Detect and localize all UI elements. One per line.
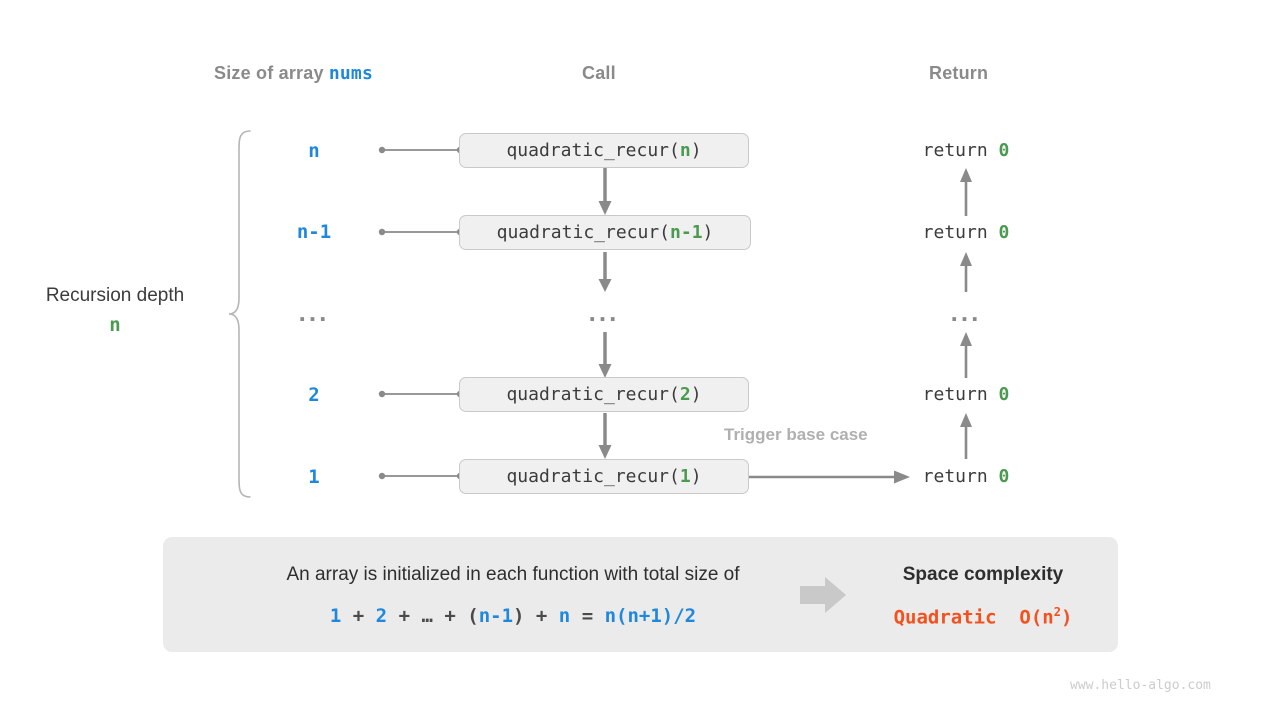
call-arrow-dots-to-4-icon: [595, 332, 615, 378]
call-box-row-1-text: quadratic_recur(n): [506, 140, 702, 161]
space-complexity-title: Space complexity: [902, 564, 1064, 585]
recursion-depth-brace-icon: [226, 128, 256, 500]
recursion-depth-label: Recursion depth: [45, 285, 185, 306]
column-header-call: Call: [582, 63, 616, 83]
connector-row-2: [378, 226, 464, 238]
recursion-depth-value: n: [109, 314, 121, 336]
call-box-row-1[interactable]: quadratic_recur(n): [459, 133, 749, 168]
connector-row-1: [378, 144, 464, 156]
size-label-row-2: n-1: [296, 221, 332, 243]
formula-token-4: …: [421, 605, 433, 627]
call-arrow-1-to-2-icon: [595, 168, 615, 216]
call-box-row-4-text: quadratic_recur(2): [506, 384, 702, 405]
size-label-row-3: ...: [298, 297, 330, 327]
base-case-arrow-icon: [749, 469, 911, 485]
formula-token-2: 2: [375, 605, 388, 627]
call-box-row-2[interactable]: quadratic_recur(n-1): [459, 215, 751, 250]
return-label-row-3: ...: [950, 297, 982, 327]
summary-text: An array is initialized in each function…: [286, 564, 740, 585]
return-label-row-4: return 0: [922, 384, 1010, 405]
return-label-row-1: return 0: [922, 140, 1010, 161]
call-box-row-5-text: quadratic_recur(1): [506, 466, 702, 487]
size-label-row-1: n: [308, 140, 320, 162]
formula-token-11: =: [570, 605, 605, 627]
call-arrow-4-to-5-icon: [595, 413, 615, 459]
return-arrow-4-to-dots-icon: [957, 332, 975, 378]
formula-token-10: n: [558, 605, 571, 627]
column-header-size-prefix: Size of array: [214, 63, 329, 83]
column-header-size: Size of array nums: [214, 63, 373, 84]
return-label-row-5: return 0: [922, 466, 1010, 487]
summary-formula: 1 + 2 + … + (n-1) + n = n(n+1)/2: [183, 605, 843, 627]
return-arrow-5-to-4-icon: [957, 413, 975, 459]
call-box-row-5[interactable]: quadratic_recur(1): [459, 459, 749, 494]
column-header-return: Return: [929, 63, 989, 83]
formula-token-8: ): [513, 605, 525, 627]
size-label-row-5: 1: [308, 466, 320, 488]
formula-token-0: 1: [329, 605, 342, 627]
recursion-depth-block: Recursion depth n: [10, 285, 220, 336]
call-box-row-3: ...: [588, 297, 620, 327]
return-arrow-dots-to-2-icon: [957, 252, 975, 292]
column-header-size-var: nums: [328, 63, 374, 84]
call-box-row-2-text: quadratic_recur(n-1): [496, 222, 714, 243]
formula-token-7: n-1: [478, 605, 514, 627]
complexity-exponent: 2: [1053, 605, 1061, 619]
complexity-kind: Quadratic: [893, 606, 997, 629]
call-box-row-4[interactable]: quadratic_recur(2): [459, 377, 749, 412]
formula-token-3: +: [387, 605, 422, 627]
space-complexity-value: Quadratic O(n2): [863, 605, 1103, 628]
return-label-row-2: return 0: [922, 222, 1010, 243]
connector-row-5: [378, 470, 464, 482]
formula-token-5: +: [432, 605, 468, 627]
formula-token-9: +: [524, 605, 559, 627]
formula-token-1: +: [341, 605, 376, 627]
connector-row-4: [378, 388, 464, 400]
summary-panel: An array is initialized in each function…: [163, 537, 1118, 652]
base-case-annotation: Trigger base case: [724, 425, 868, 444]
formula-token-6: (: [467, 605, 479, 627]
size-label-row-4: 2: [308, 384, 320, 406]
watermark: www.hello-algo.com: [1070, 678, 1211, 693]
implies-arrow-icon: [800, 575, 852, 615]
call-arrow-2-to-dots-icon: [595, 252, 615, 292]
complexity-big-o: O(n: [1019, 606, 1054, 629]
complexity-close-paren: ): [1060, 606, 1073, 629]
formula-token-12: n(n+1)/2: [604, 605, 697, 627]
return-arrow-2-to-1-icon: [957, 168, 975, 216]
